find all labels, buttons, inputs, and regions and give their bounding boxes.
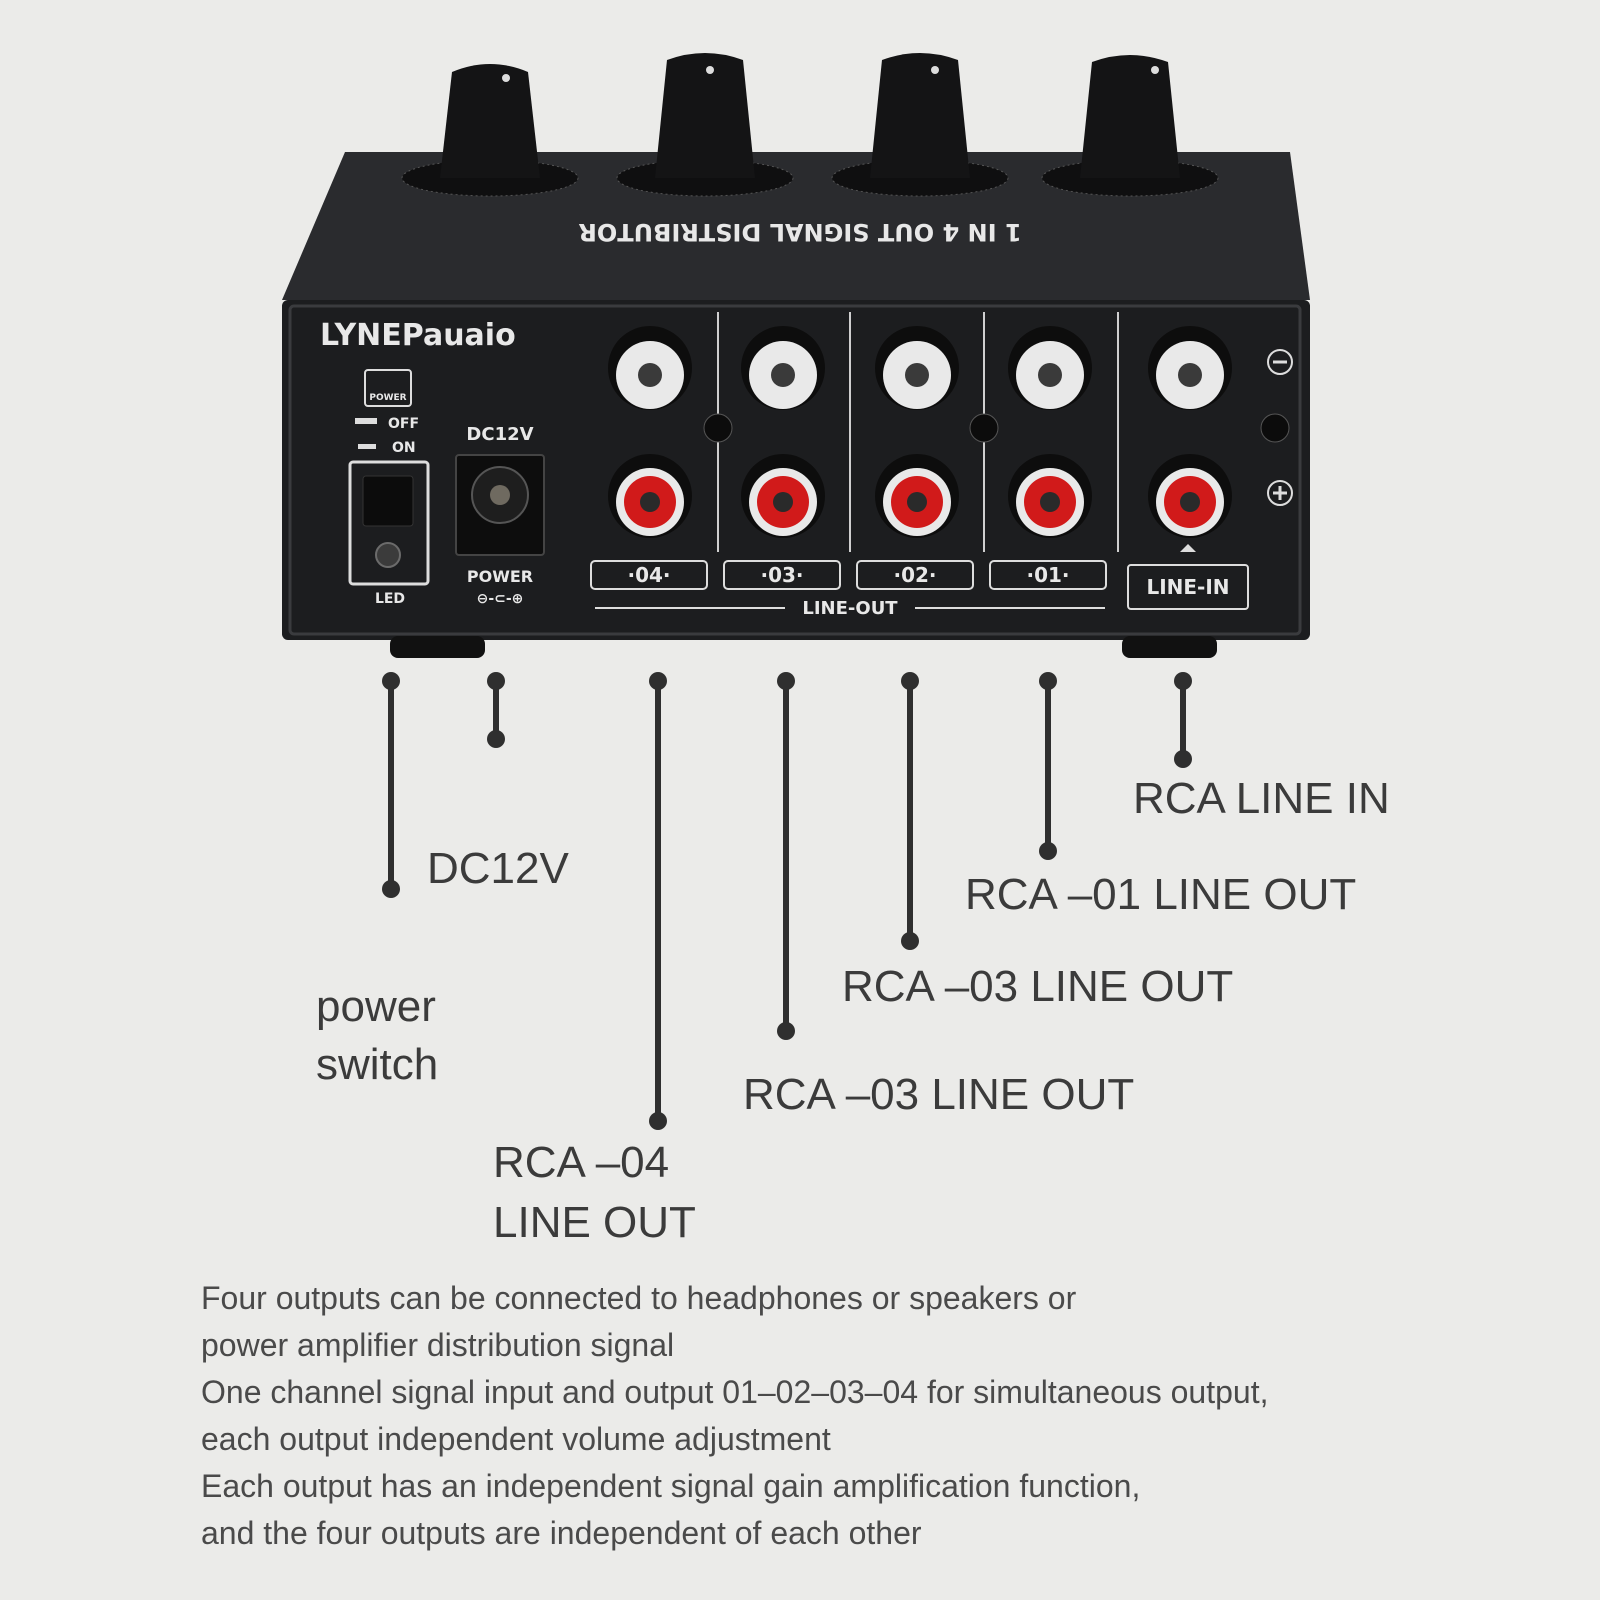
callout-dot <box>1039 672 1057 690</box>
switch-on-label: ON <box>392 440 416 456</box>
rca-jack-white-03[interactable] <box>741 326 825 410</box>
volume-knob-3[interactable] <box>616 53 794 197</box>
device-foot-right <box>1122 636 1217 658</box>
output-label-01: ·01· <box>1026 563 1069 587</box>
rca-jack-red-line-in[interactable] <box>1148 454 1232 538</box>
callout-line-power-switch <box>388 680 394 890</box>
plus-icon <box>1267 480 1293 506</box>
description: Four outputs can be connected to headpho… <box>201 1275 1501 1557</box>
callout-line-rca-03-a <box>907 680 913 940</box>
rca-jack-white-line-in[interactable] <box>1148 326 1232 410</box>
power-icon <box>364 369 412 407</box>
callout-line-rca-03-b <box>783 680 789 1030</box>
output-label-04: ·04· <box>627 563 670 587</box>
label-power-line2: switch <box>316 1040 439 1089</box>
label-rca-line-in: RCA LINE IN <box>1133 774 1390 823</box>
callout-dot <box>1174 750 1192 768</box>
output-label-03: ·03· <box>760 563 803 587</box>
rca-jack-white-02[interactable] <box>875 326 959 410</box>
polarity-symbol: ⊖-⊂-⊕ <box>477 591 524 607</box>
label-power-switch: power switch <box>316 978 438 1094</box>
label-dc12v: DC12V <box>427 844 569 893</box>
callout-line-rca-01 <box>1045 680 1051 850</box>
volume-knob-2[interactable] <box>831 53 1009 197</box>
callout-dot <box>1174 672 1192 690</box>
description-line: Each output has an independent signal ga… <box>201 1468 1141 1504</box>
power-switch[interactable] <box>362 475 414 527</box>
top-panel-title: 1 IN 4 OUT SIGNAL DISTRIBUTOR <box>578 218 1021 246</box>
label-rca-03-a: RCA –03 LINE OUT <box>842 962 1234 1011</box>
power-switch-frame <box>348 460 430 586</box>
callout-dot <box>777 1022 795 1040</box>
volume-knob-4[interactable] <box>401 64 579 197</box>
line-out-label: LINE-OUT <box>802 598 898 619</box>
switch-off-label: OFF <box>388 416 419 432</box>
description-line: each output independent volume adjustmen… <box>201 1421 831 1457</box>
callout-dot <box>901 932 919 950</box>
output-label-02: ·02· <box>893 563 936 587</box>
led-label: LED <box>375 591 405 607</box>
line-in-label: LINE-IN <box>1146 575 1229 599</box>
brand-logo: LYNEPauaio <box>320 318 516 353</box>
label-rca-04-line1: RCA –04 <box>493 1138 670 1187</box>
label-rca-04-line2: LINE OUT <box>493 1198 696 1247</box>
rca-jack-red-03[interactable] <box>741 454 825 538</box>
callout-dot <box>382 880 400 898</box>
volume-knob-1[interactable] <box>1041 55 1219 197</box>
callout-dot <box>1039 842 1057 860</box>
minus-icon <box>1267 349 1293 375</box>
power-icon-label: POWER <box>369 393 406 403</box>
description-line: Four outputs can be connected to headpho… <box>201 1280 1077 1316</box>
label-power-line1: power <box>316 982 436 1031</box>
callout-line-rca-line-in <box>1180 680 1186 760</box>
callout-dot <box>777 672 795 690</box>
callout-dot <box>487 672 505 690</box>
description-line: One channel signal input and output 01–0… <box>201 1374 1269 1410</box>
callout-line-rca-04 <box>655 680 661 1120</box>
callout-dot <box>487 730 505 748</box>
rca-jack-red-02[interactable] <box>875 454 959 538</box>
rca-jack-red-01[interactable] <box>1008 454 1092 538</box>
dc-label: DC12V <box>466 424 533 445</box>
rca-jack-white-01[interactable] <box>1008 326 1092 410</box>
signal-distributor-device: 1 IN 4 OUT SIGNAL DISTRIBUTOR LYNEPauaio… <box>282 53 1310 658</box>
callout-dot <box>649 1112 667 1130</box>
callout-dot <box>649 672 667 690</box>
description-line: and the four outputs are independent of … <box>201 1515 922 1551</box>
callout-line-dc12v <box>493 680 499 740</box>
callout-dot <box>382 672 400 690</box>
device-foot-left <box>390 636 485 658</box>
rca-jack-white-04[interactable] <box>608 326 692 410</box>
description-line: power amplifier distribution signal <box>201 1327 675 1363</box>
callout-dot <box>901 672 919 690</box>
led-indicator <box>375 542 401 568</box>
label-rca-03-b: RCA –03 LINE OUT <box>743 1070 1135 1119</box>
label-rca-04: RCA –04 LINE OUT <box>493 1133 696 1253</box>
label-rca-01: RCA –01 LINE OUT <box>965 870 1357 919</box>
rca-jack-red-04[interactable] <box>608 454 692 538</box>
dc-power-label: POWER <box>467 567 533 586</box>
